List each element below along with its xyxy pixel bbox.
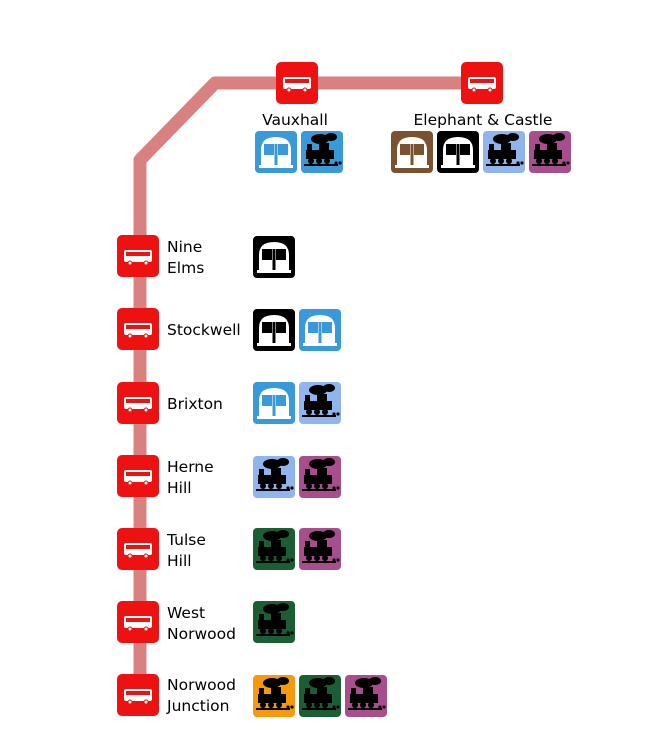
steam-train-icon[interactable] (253, 456, 295, 498)
stop-name: Vauxhall (262, 111, 328, 129)
bus-stop-icon[interactable] (117, 455, 159, 497)
underground-train-icon[interactable] (299, 309, 341, 351)
bus-stop-icon[interactable] (117, 601, 159, 643)
steam-train-icon[interactable] (299, 528, 341, 570)
steam-train-icon[interactable] (299, 456, 341, 498)
steam-train-icon[interactable] (529, 131, 571, 173)
steam-train-icon[interactable] (483, 131, 525, 173)
stop: Elephant & Castle (391, 62, 571, 173)
steam-train-icon[interactable] (299, 675, 341, 717)
steam-train-icon[interactable] (253, 675, 295, 717)
stop-name-line: Herne (167, 458, 214, 476)
stop-name-line: West (167, 604, 205, 622)
bus-stop-icon[interactable] (461, 62, 503, 104)
underground-train-icon[interactable] (253, 309, 295, 351)
stop-name-line: Hill (167, 479, 192, 497)
underground-train-icon[interactable] (255, 131, 297, 173)
underground-train-icon[interactable] (253, 236, 295, 278)
steam-train-icon[interactable] (301, 131, 343, 173)
bus-stop-icon[interactable] (117, 382, 159, 424)
stop: Brixton (117, 382, 341, 424)
underground-train-icon[interactable] (391, 131, 433, 173)
stop: Stockwell (117, 308, 341, 351)
steam-train-icon[interactable] (345, 675, 387, 717)
bus-stop-icon[interactable] (117, 528, 159, 570)
stop-name-line: Nine (167, 238, 202, 256)
stop-name-line: Norwood (167, 676, 236, 694)
stop: Vauxhall (255, 62, 343, 173)
stop-name: Elephant & Castle (414, 111, 553, 129)
stop-name-line: Stockwell (167, 321, 241, 339)
underground-train-icon[interactable] (437, 131, 479, 173)
bus-stop-icon[interactable] (276, 62, 318, 104)
underground-train-icon[interactable] (253, 382, 295, 424)
stop-name-line: Brixton (167, 395, 223, 413)
stop-name-line: Norwood (167, 625, 236, 643)
steam-train-icon[interactable] (253, 528, 295, 570)
bus-stop-icon[interactable] (117, 674, 159, 716)
bus-stop-icon[interactable] (117, 308, 159, 350)
stop-name-line: Tulse (166, 531, 206, 549)
stop-name-line: Junction (166, 697, 229, 715)
steam-train-icon[interactable] (253, 601, 295, 643)
steam-train-icon[interactable] (299, 382, 341, 424)
stop-name-line: Elms (167, 259, 204, 277)
stop-name-line: Hill (167, 552, 192, 570)
bus-stop-icon[interactable] (117, 235, 159, 277)
